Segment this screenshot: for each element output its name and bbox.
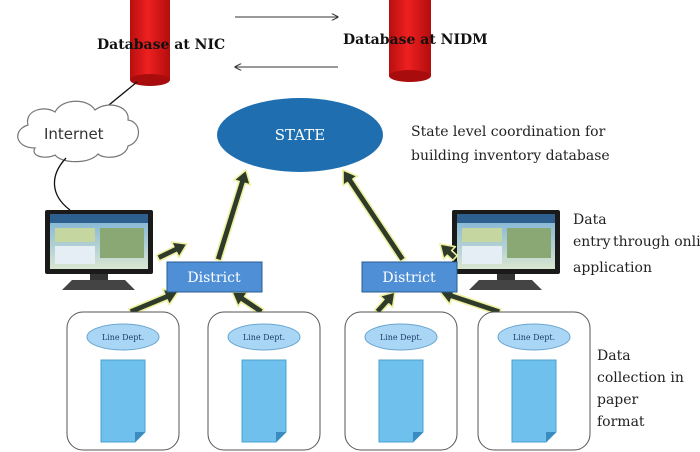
line-dept-panel: Line Dept.: [344, 311, 458, 451]
arrow-panel1-to-district-left: [128, 288, 179, 316]
line-dept-panel: Line Dept.: [207, 311, 321, 451]
state-label: STATE: [275, 126, 325, 144]
data-collection-line-1: Data: [597, 348, 631, 364]
district-label-right: District: [382, 270, 436, 286]
paper-fold-corner: [546, 432, 556, 442]
line-dept-badge: [364, 323, 438, 351]
paper-fold-corner: [413, 432, 423, 442]
data-collection-line-4: format: [597, 414, 645, 430]
line-dept-panels: Line Dept. Line Dept. Line Dept. Line Dept.: [66, 311, 591, 451]
paper-document-icon: [241, 359, 287, 443]
paper-document-icon: [100, 359, 146, 443]
arrow-district-left-to-state: [214, 169, 252, 262]
data-collection-line-3: paper: [597, 392, 639, 408]
line-dept-label: Line Dept.: [102, 333, 144, 342]
paper-fold-corner: [276, 432, 286, 442]
internet-label: Internet: [44, 125, 104, 143]
district-box-left: [166, 261, 263, 293]
line-dept-panel: Line Dept.: [66, 311, 180, 451]
paper-document-icon: [378, 359, 424, 443]
state-description-line-2: building inventory database: [411, 148, 610, 164]
state-node: [217, 98, 383, 172]
line-dept-label: Line Dept.: [243, 333, 285, 342]
internet-monitor-connector: [53, 157, 71, 211]
monitor-left: [45, 210, 153, 290]
paper-document-icon: [511, 359, 557, 443]
paper-fold-corner: [135, 432, 145, 442]
arrow-district-right-to-state: [342, 169, 407, 263]
line-dept-panel: Line Dept.: [477, 311, 591, 451]
database-nidm: [389, 0, 431, 82]
data-entry-line-2: entry: [573, 234, 611, 250]
line-dept-label: Line Dept.: [380, 333, 422, 342]
arrow-district-left-to-monitor: [155, 241, 188, 262]
block-arrows: [128, 169, 502, 316]
data-entry-line-4: application: [573, 260, 652, 276]
line-dept-badge: [497, 323, 571, 351]
monitor-right: [452, 210, 560, 290]
line-dept-badge: [227, 323, 301, 351]
data-entry-line-1: Data: [573, 212, 607, 228]
district-label-left: District: [187, 270, 241, 286]
state-description-line-1: State level coordination for: [411, 124, 606, 140]
internet-cloud: [17, 100, 140, 163]
data-collection-line-2: collection in: [597, 370, 684, 386]
arrow-panel3-to-district-right: [373, 291, 396, 315]
line-dept-label: Line Dept.: [513, 333, 555, 342]
line-dept-badge: [86, 323, 160, 351]
arrow-district-right-to-monitor: [439, 243, 459, 262]
database-nic-label: Database at NIC: [97, 37, 225, 53]
database-nidm-label: Database at NIDM: [343, 32, 488, 48]
data-entry-line-3: through online: [613, 234, 700, 250]
database-nic: [130, 0, 170, 86]
arrow-panel2-to-district-left: [231, 291, 265, 316]
district-box-right: [361, 261, 458, 293]
